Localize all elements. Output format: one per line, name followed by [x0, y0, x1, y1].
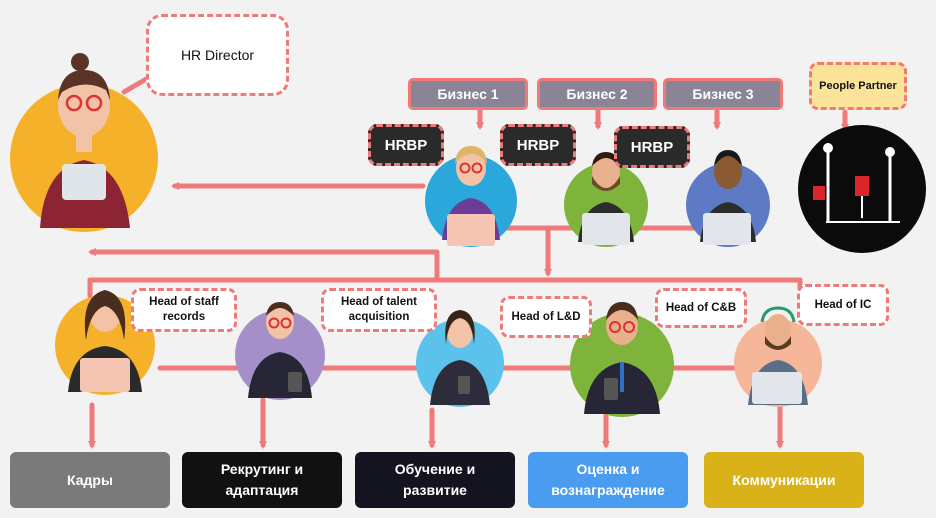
- head-staff-records-line2: records: [162, 311, 206, 323]
- hrbp-3-callout: HRBP: [614, 126, 690, 168]
- head-staff-records-line1: Head of staff: [149, 296, 219, 308]
- hr-director-avatar: [10, 53, 158, 232]
- people-partner-callout: People Partner: [809, 62, 907, 110]
- department-compensation: Оценка и вознаграждение: [528, 452, 688, 508]
- department-staff-records: Кадры: [10, 452, 170, 508]
- hrbp-1-label: HRBP: [384, 136, 428, 154]
- head-talent-acquisition-callout: Head of talent acquisition: [321, 288, 437, 332]
- business-unit-3-label: Бизнес 3: [692, 86, 754, 102]
- business-unit-3: Бизнес 3: [663, 78, 783, 110]
- department-communications: Коммуникации: [704, 452, 864, 508]
- head-ic-label: Head of IC: [814, 298, 872, 311]
- department-compensation-line1: Оценка и: [576, 461, 640, 477]
- head-ld-avatar: [416, 310, 504, 407]
- department-recruiting: Рекрутинг и адаптация: [182, 452, 342, 508]
- head-ld-label: Head of L&D: [511, 310, 581, 323]
- head-ic-avatar: [734, 306, 822, 407]
- head-talent-acquisition-line2: acquisition: [348, 311, 410, 323]
- head-cb-avatar: [570, 302, 674, 417]
- hrbp-2-callout: HRBP: [500, 124, 576, 166]
- department-staff-records-line1: Кадры: [67, 471, 113, 488]
- hrbp-2-label: HRBP: [516, 136, 560, 154]
- head-staff-records-avatar: [55, 290, 155, 395]
- people-partner-label: People Partner: [819, 80, 897, 92]
- department-learning: Обучение и развитие: [355, 452, 515, 508]
- hrbp-3-avatar: [686, 150, 770, 247]
- head-staff-records-callout: Head of staff records: [131, 288, 237, 332]
- head-ic-callout: Head of IC: [797, 284, 889, 326]
- head-talent-acquisition-avatar: [235, 302, 325, 400]
- department-learning-line2: развитие: [403, 482, 467, 498]
- people-partner-illustration: [798, 125, 926, 253]
- hrbp-1-callout: HRBP: [368, 124, 444, 166]
- head-talent-acquisition-line1: Head of talent: [340, 296, 418, 308]
- hrbp-2-avatar: [564, 152, 648, 247]
- hrbp-1-avatar: [425, 146, 517, 247]
- business-unit-1-label: Бизнес 1: [437, 86, 499, 102]
- business-unit-2: Бизнес 2: [537, 78, 657, 110]
- hrbp-3-label: HRBP: [630, 138, 674, 156]
- department-communications-line1: Коммуникации: [732, 471, 836, 488]
- head-cb-callout: Head of C&B: [655, 288, 747, 328]
- department-learning-line1: Обучение и: [394, 461, 476, 477]
- department-recruiting-line1: Рекрутинг и: [220, 461, 304, 477]
- head-ld-callout: Head of L&D: [500, 296, 592, 338]
- hr-director-label: HR Director: [180, 47, 255, 63]
- business-unit-1: Бизнес 1: [408, 78, 528, 110]
- business-unit-2-label: Бизнес 2: [566, 86, 628, 102]
- hr-director-callout: HR Director: [146, 14, 289, 96]
- head-cb-label: Head of C&B: [665, 301, 737, 314]
- department-recruiting-line2: адаптация: [225, 482, 299, 498]
- department-compensation-line2: вознаграждение: [551, 482, 665, 498]
